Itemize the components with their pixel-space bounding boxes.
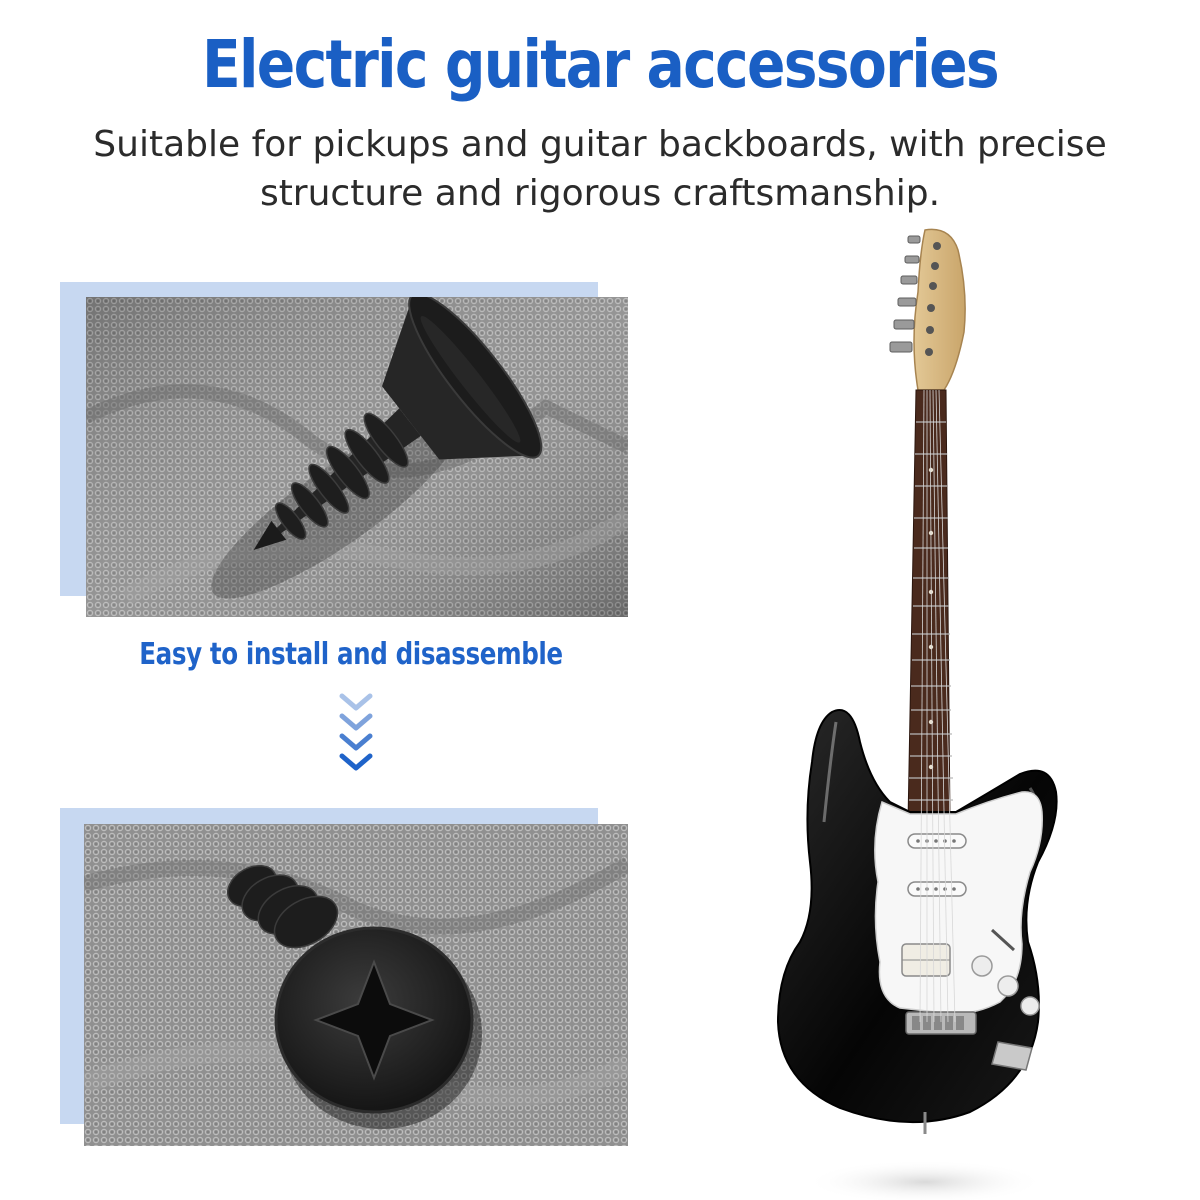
screw-side-view-photo <box>86 297 628 617</box>
screw-head-view-photo <box>84 824 628 1146</box>
headline: Electric guitar accessories <box>202 26 1000 103</box>
triple-chevron-down-icon <box>339 693 373 771</box>
electric-guitar-image <box>776 228 1058 1200</box>
subheadline: Suitable for pickups and guitar backboar… <box>93 124 1107 214</box>
install-caption: Easy to install and disassemble <box>139 637 563 672</box>
